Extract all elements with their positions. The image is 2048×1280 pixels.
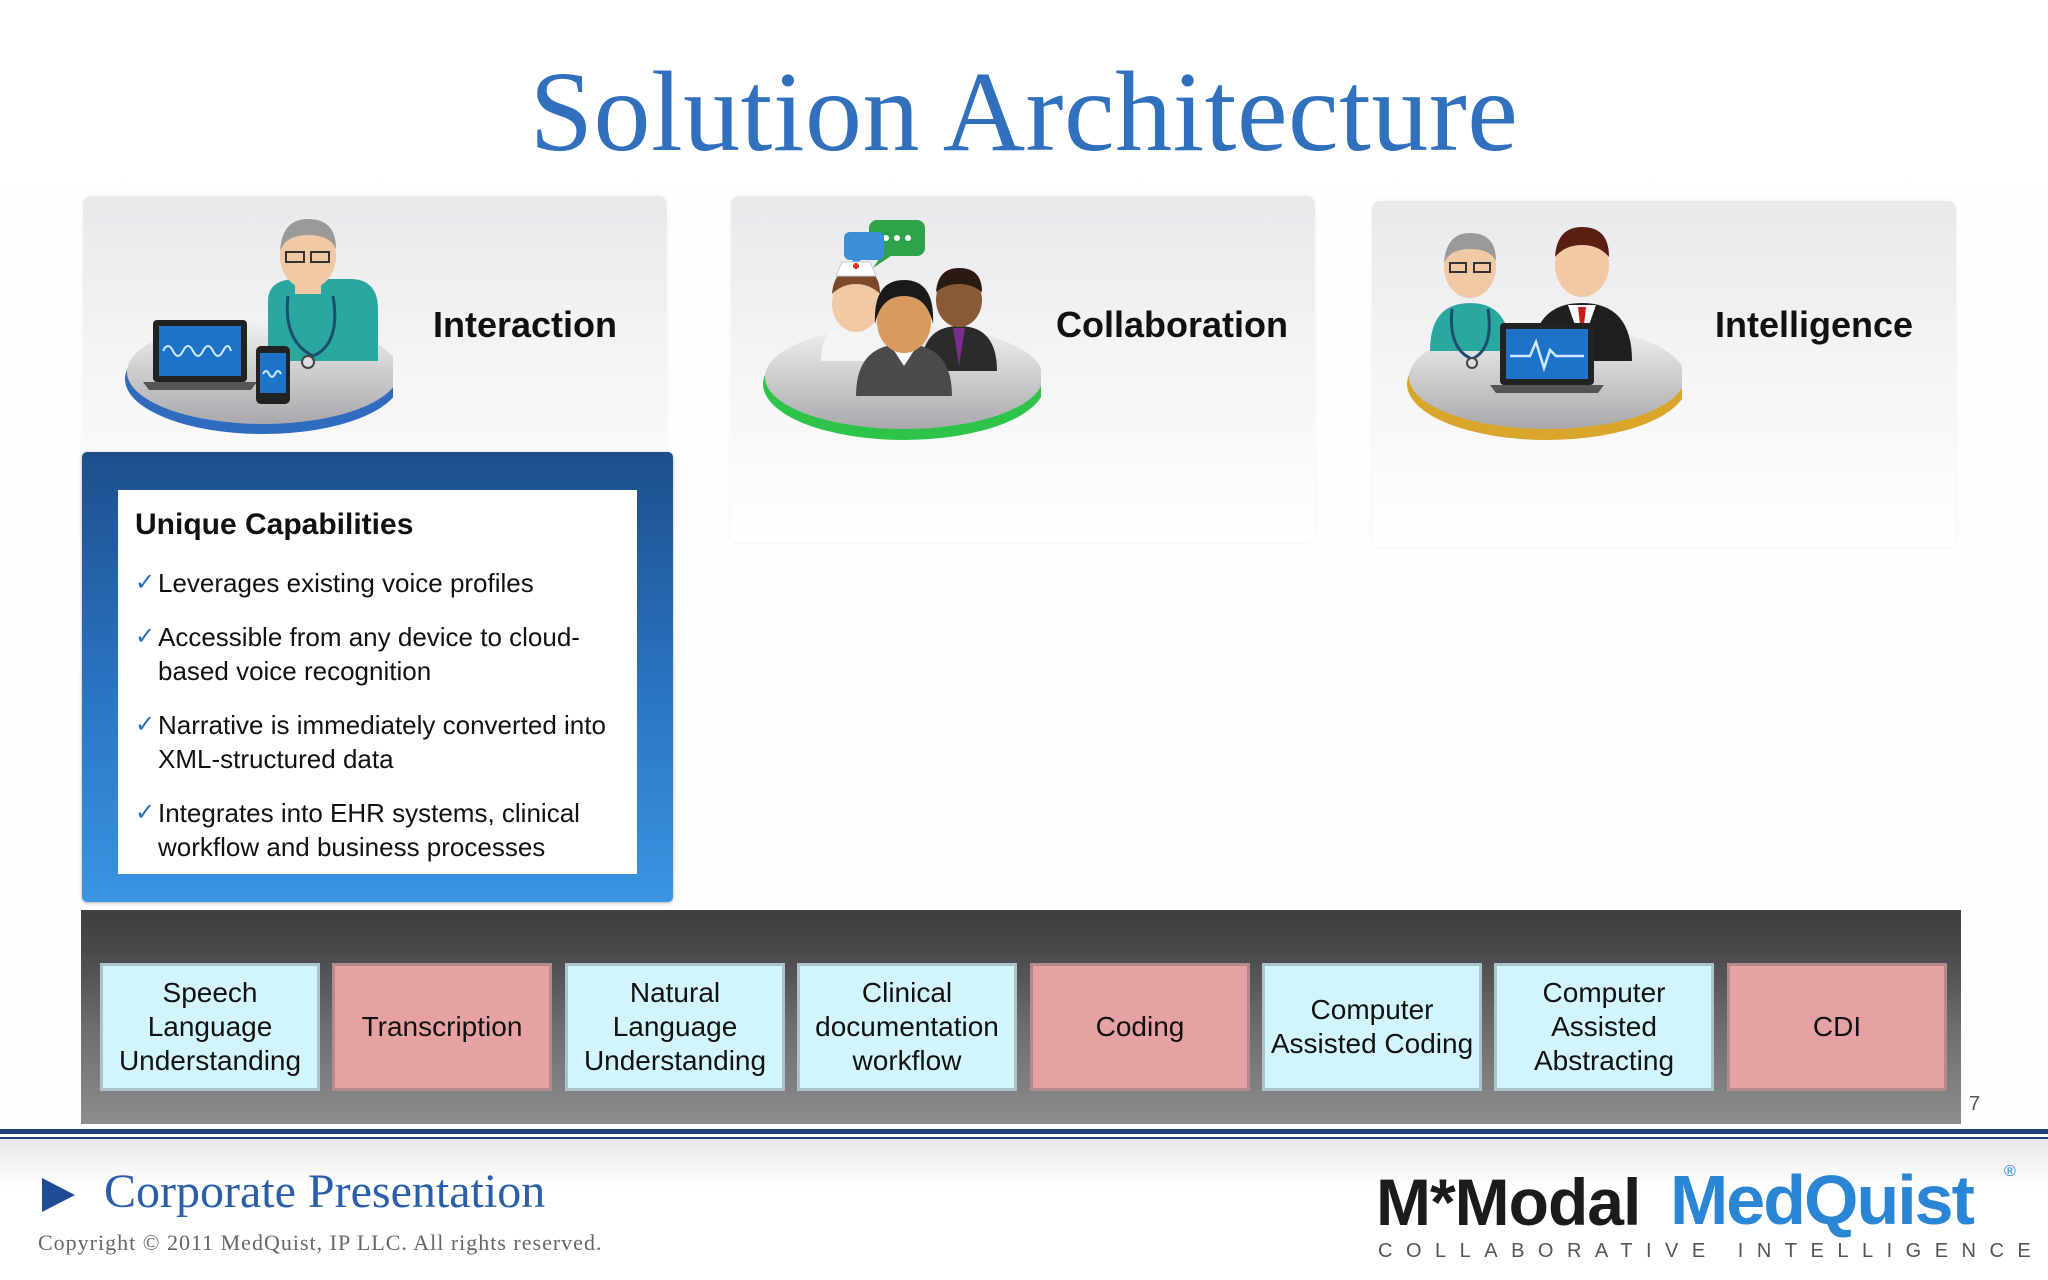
capability-item: ✓ Narrative is immediately converted int… <box>135 708 630 776</box>
page-number: 7 <box>1969 1093 1981 1115</box>
registered-mark: ® <box>2004 1163 2016 1180</box>
capability-text: Accessible from any device to cloud-base… <box>158 622 580 686</box>
pillar-label: Intelligence <box>1715 304 1914 345</box>
capability-text: Narrative is immediately converted into … <box>158 710 606 774</box>
pillar-collaboration: Collaboration <box>731 196 1315 542</box>
slide-title: Solution Architecture <box>529 48 1519 175</box>
bar-cell-cdi: CDI <box>1727 963 1947 1091</box>
checkmark-icon: ✓ <box>135 623 156 650</box>
footer-background <box>0 1139 2048 1280</box>
bar-cell-computer-assisted-abstracting: Computer Assisted Abstracting <box>1494 963 1714 1091</box>
capability-text: Integrates into EHR systems, clinical wo… <box>158 798 580 862</box>
capability-item: ✓ Integrates into EHR systems, clinical … <box>135 796 630 864</box>
bar-cell-computer-assisted-coding: Computer Assisted Coding <box>1262 963 1482 1091</box>
checkmark-icon: ✓ <box>135 711 156 738</box>
bar-cell-coding: Coding <box>1030 963 1250 1091</box>
pillar-label: Collaboration <box>1056 304 1288 345</box>
pillar-intelligence: Intelligence <box>1372 201 1956 547</box>
checkmark-icon: ✓ <box>135 569 156 596</box>
care-team-icon <box>763 220 1041 440</box>
capabilities-panel: Unique Capabilities ✓ Leverages existing… <box>118 490 637 874</box>
capabilities-box: Unique Capabilities ✓ Leverages existing… <box>82 452 673 902</box>
bar-cell-natural-language-understanding: Natural Language Understanding <box>565 963 785 1091</box>
footer-divider <box>0 1129 2048 1134</box>
medquist-logo: MedQuist <box>1670 1161 1975 1239</box>
pillar-label: Interaction <box>433 304 618 345</box>
bar-cell-transcription: Transcription <box>332 963 552 1091</box>
mmodal-logo: M*Modal <box>1376 1165 1641 1239</box>
capability-text: Leverages existing voice profiles <box>158 568 534 598</box>
logo-tagline: COLLABORATIVE INTELLIGENCE <box>1378 1240 2045 1262</box>
doctor-analytics-icon <box>1407 227 1682 440</box>
bar-cell-speech-language-understanding: Speech Language Understanding <box>100 963 320 1091</box>
bar-cell-clinical-documentation-workflow: Clinical documentation workflow <box>797 963 1017 1091</box>
checkmark-icon: ✓ <box>135 799 156 826</box>
capability-item: ✓ Accessible from any device to cloud-ba… <box>135 620 630 688</box>
capabilities-title: Unique Capabilities <box>135 508 414 541</box>
capability-item: ✓ Leverages existing voice profiles <box>135 566 630 600</box>
play-triangle-icon <box>42 1178 75 1212</box>
footer-title: Corporate Presentation <box>104 1165 546 1218</box>
capabilities-list: ✓ Leverages existing voice profiles ✓ Ac… <box>135 566 630 884</box>
capability-bar: Speech Language Understanding Transcript… <box>81 910 1961 1124</box>
footer-divider-thin <box>0 1137 2048 1139</box>
footer-copyright: Copyright © 2011 MedQuist, IP LLC. All r… <box>38 1230 603 1255</box>
doctor-devices-icon <box>125 219 393 434</box>
